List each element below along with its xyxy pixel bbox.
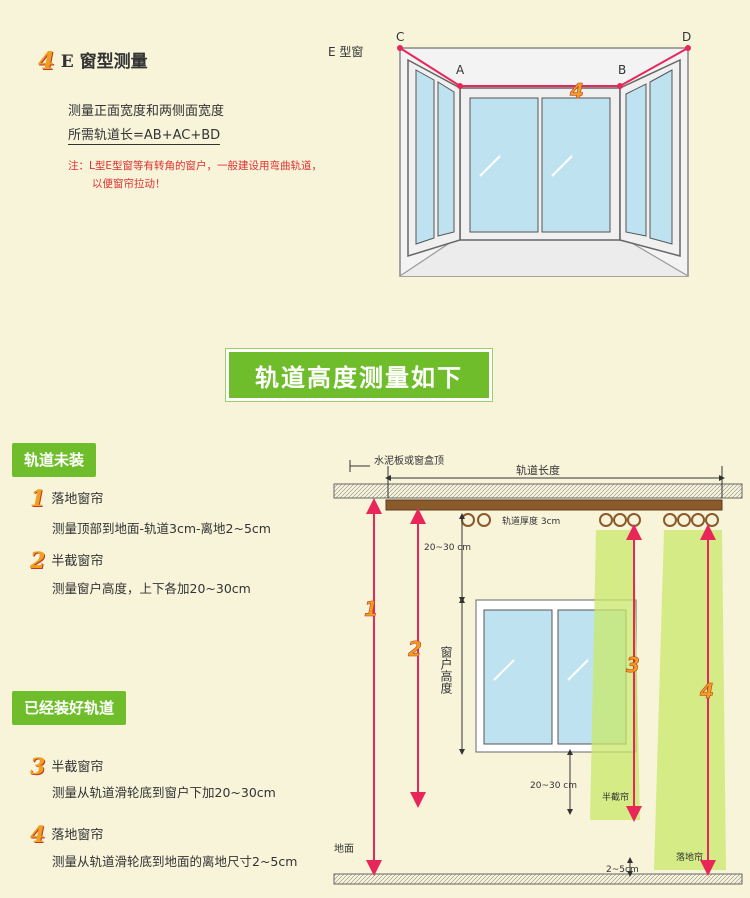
- point-label-d: D: [682, 30, 691, 44]
- arrow-number-3: 3: [626, 653, 640, 677]
- rail-length-formula: 所需轨道长=AB+AC+BD: [68, 124, 221, 145]
- item-4-title: 4 落地窗帘: [30, 822, 103, 848]
- floor-label: 地面: [334, 842, 354, 855]
- section-banner: 轨道高度测量如下: [226, 349, 492, 401]
- item-3-number: 3: [30, 754, 46, 780]
- height-diagram: 水泥板或窗盒顶 轨道长度 轨道厚度 3cm 半截帘 落地帘 20~30 cm 窗…: [333, 454, 743, 885]
- tag-rail-not-installed: 轨道未装: [12, 443, 97, 477]
- point-label-b: B: [618, 63, 626, 77]
- half-curtain-label: 半截帘: [602, 791, 629, 803]
- item-1-title-text: 落地窗帘: [51, 492, 104, 507]
- note-line-1: 注：L型E型窗等有转角的窗户，一般建设用弯曲轨道，: [68, 160, 322, 172]
- floor-gap-label: 2~5cm: [606, 865, 639, 875]
- tag-rail-installed: 已经装好轨道: [12, 691, 127, 725]
- e-window-caption: E 型窗: [328, 45, 363, 59]
- diagram-step-number: 4: [569, 79, 584, 103]
- item-3-title-text: 半截窗帘: [51, 760, 104, 775]
- item-2-title: 2 半截窗帘: [30, 548, 103, 574]
- item-2-number: 2: [30, 548, 46, 574]
- item-4-desc: 测量从轨道滑轮底到地面的离地尺寸2~5cm: [52, 854, 298, 869]
- rail-length-label: 轨道长度: [516, 463, 560, 477]
- note-text: 注：L型E型窗等有转角的窗户，一般建设用弯曲轨道， 以便窗帘拉动！: [68, 157, 322, 193]
- item-1-title: 1 落地窗帘: [30, 486, 103, 512]
- point-label-c: C: [396, 30, 404, 44]
- gap-bottom-label: 20~30 cm: [530, 781, 577, 791]
- item-2-desc: 测量窗户高度，上下各加20~30cm: [52, 581, 251, 596]
- item-1-desc: 测量顶部到地面-轨道3cm-离地2~5cm: [52, 521, 271, 536]
- formula-text: 所需轨道长=AB+AC+BD: [68, 128, 221, 145]
- step-number: 4: [38, 46, 55, 75]
- item-4-title-text: 落地窗帘: [51, 828, 104, 843]
- rail-thickness-label: 轨道厚度 3cm: [502, 515, 560, 527]
- arrow-number-4: 4: [699, 679, 714, 703]
- gap-top-label: 20~30 cm: [424, 543, 471, 553]
- item-2-title-text: 半截窗帘: [51, 554, 104, 569]
- e-window-diagram: E 型窗 C A B D 4: [328, 30, 691, 277]
- arrow-number-1: 1: [364, 597, 378, 621]
- note-line-2: 以便窗帘拉动！: [92, 178, 166, 190]
- e-window-title-text: E 窗型测量: [60, 52, 148, 72]
- item-1-number: 1: [30, 486, 46, 512]
- floor-curtain-label: 落地帘: [676, 851, 703, 863]
- measure-instruction: 测量正面宽度和两侧面宽度: [68, 104, 225, 119]
- window-height-label: 窗户高度: [439, 646, 453, 694]
- item-3-desc: 测量从轨道滑轮底到窗户下加20~30cm: [52, 785, 276, 800]
- item-3-title: 3 半截窗帘: [30, 754, 103, 780]
- ceiling-label: 水泥板或窗盒顶: [374, 454, 444, 467]
- arrow-number-2: 2: [408, 637, 422, 661]
- point-label-a: A: [456, 63, 465, 77]
- item-4-number: 4: [30, 822, 46, 848]
